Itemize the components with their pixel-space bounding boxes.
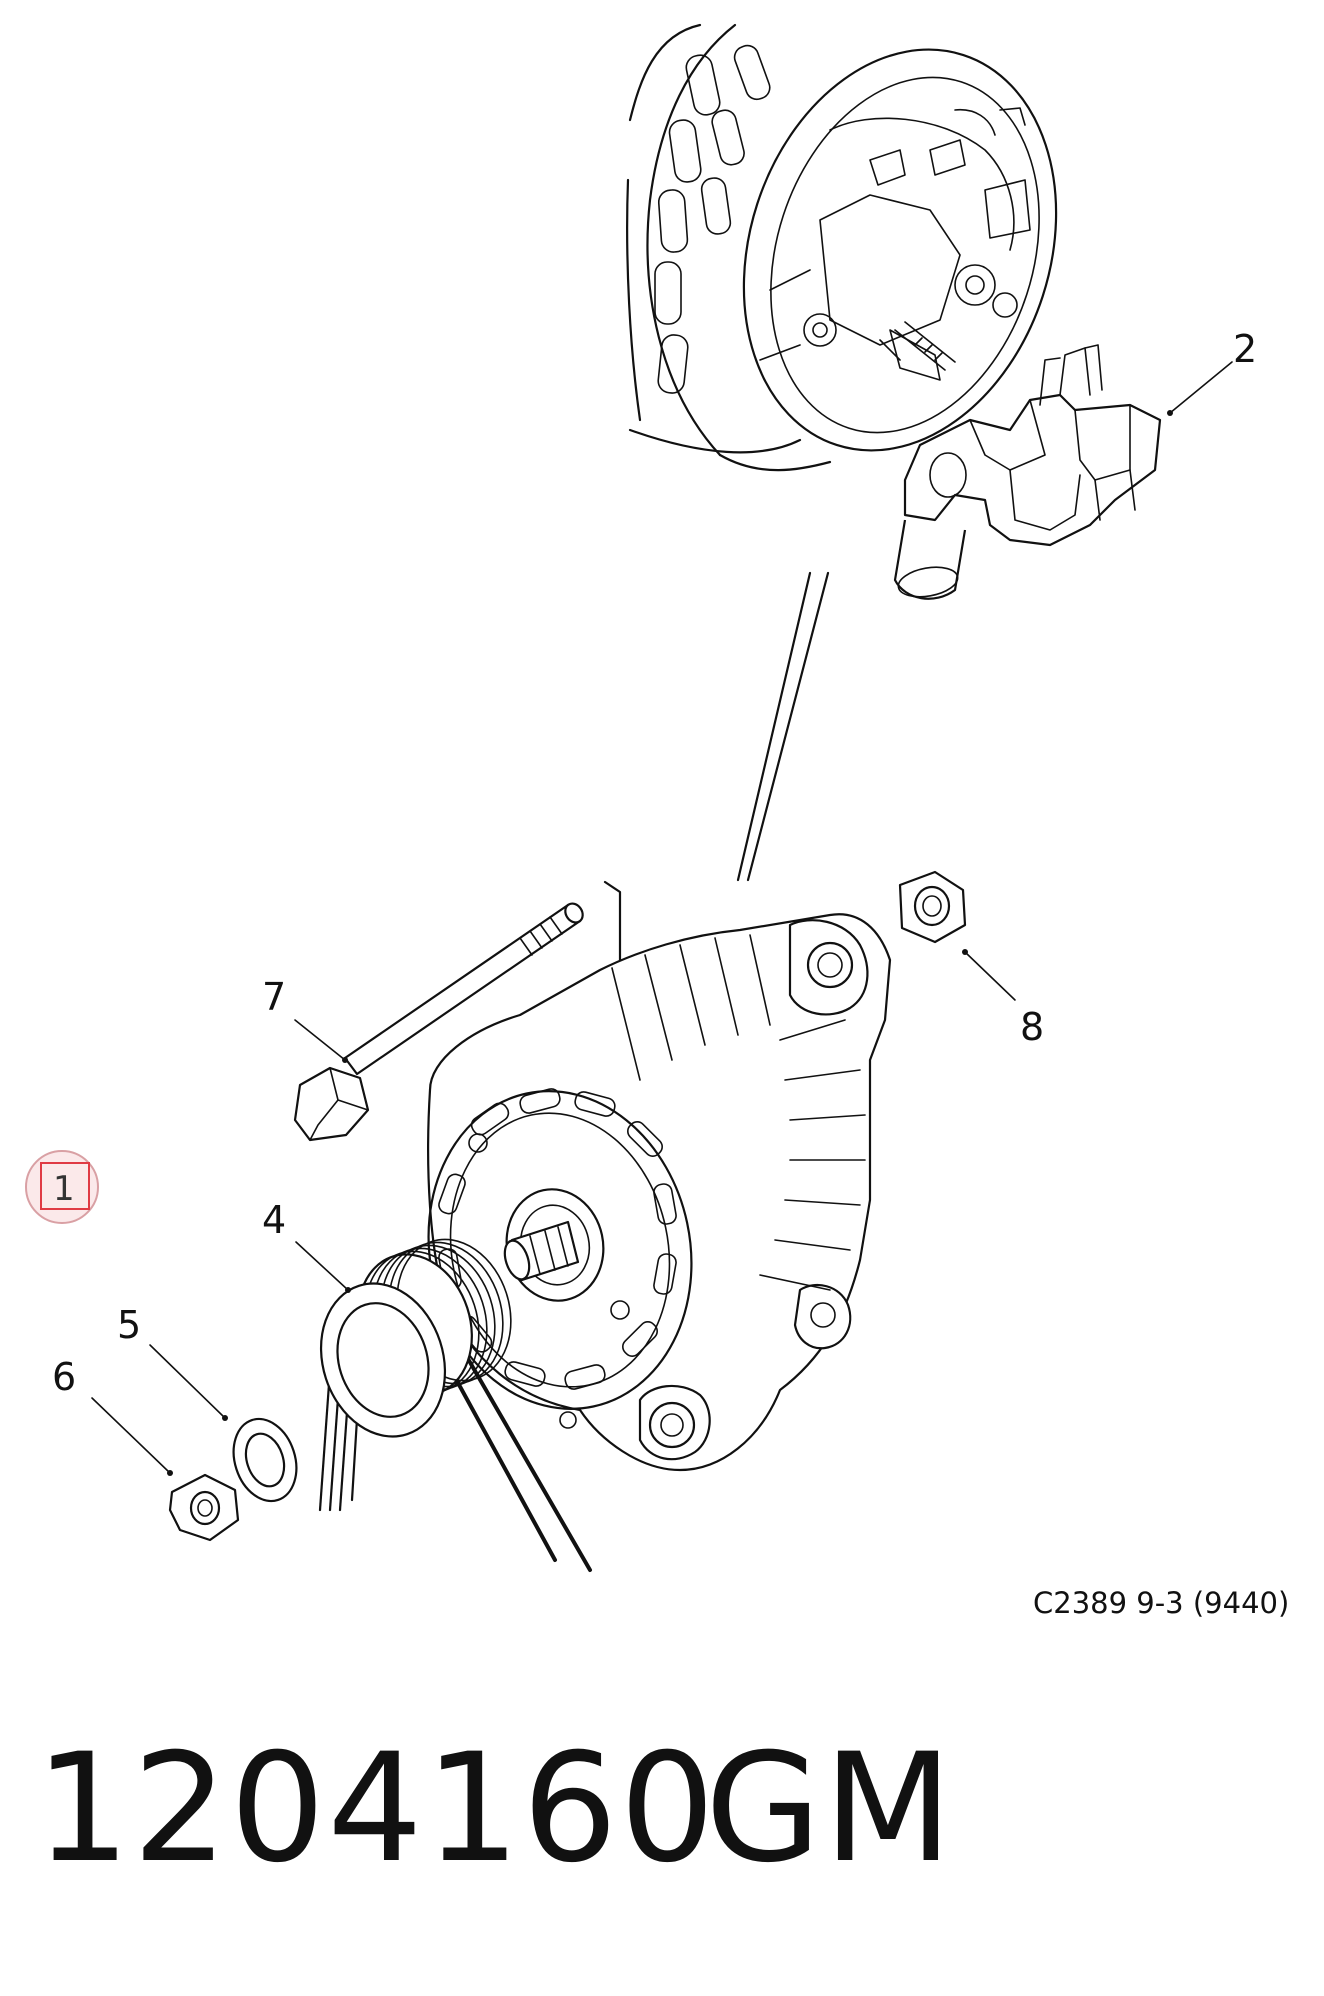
drive-pulley-with-belt	[318, 1238, 592, 1572]
washer	[232, 1417, 298, 1503]
callout-number: 4	[262, 1198, 286, 1242]
terminal-stud	[894, 321, 956, 371]
callout-number: 7	[262, 975, 286, 1019]
front-vents	[438, 1088, 677, 1390]
callout-number: 6	[52, 1355, 76, 1399]
callout-2: 2	[1167, 327, 1257, 416]
callout-number: 2	[1233, 327, 1257, 371]
mounting-nut	[898, 870, 967, 944]
pulley-nut	[168, 1473, 240, 1542]
alternator-front-view	[427, 913, 892, 1472]
callout-8: 8	[962, 949, 1044, 1049]
diagram-reference-code: C2389 9-3 (9440)	[1033, 1586, 1289, 1620]
callout-number: 8	[1020, 1005, 1044, 1049]
housing-fins	[654, 44, 771, 394]
callout-number: 5	[117, 1303, 141, 1347]
callout-5: 5	[117, 1303, 228, 1421]
housing-ribs	[611, 934, 866, 1291]
callout-7: 7	[262, 975, 348, 1063]
callout-4: 4	[262, 1198, 351, 1293]
alternator-rear-view	[626, 23, 1058, 472]
part-number: 1204160	[35, 1722, 717, 1896]
callout-number: 1	[53, 1169, 75, 1209]
brand-name: GM	[705, 1722, 955, 1896]
pulley-shaft	[503, 1220, 580, 1282]
callout-6: 6	[52, 1355, 173, 1476]
through-bolt	[293, 902, 584, 1142]
callout-1-highlight[interactable]: 1	[25, 1150, 99, 1224]
voltage-regulator	[893, 344, 1162, 600]
